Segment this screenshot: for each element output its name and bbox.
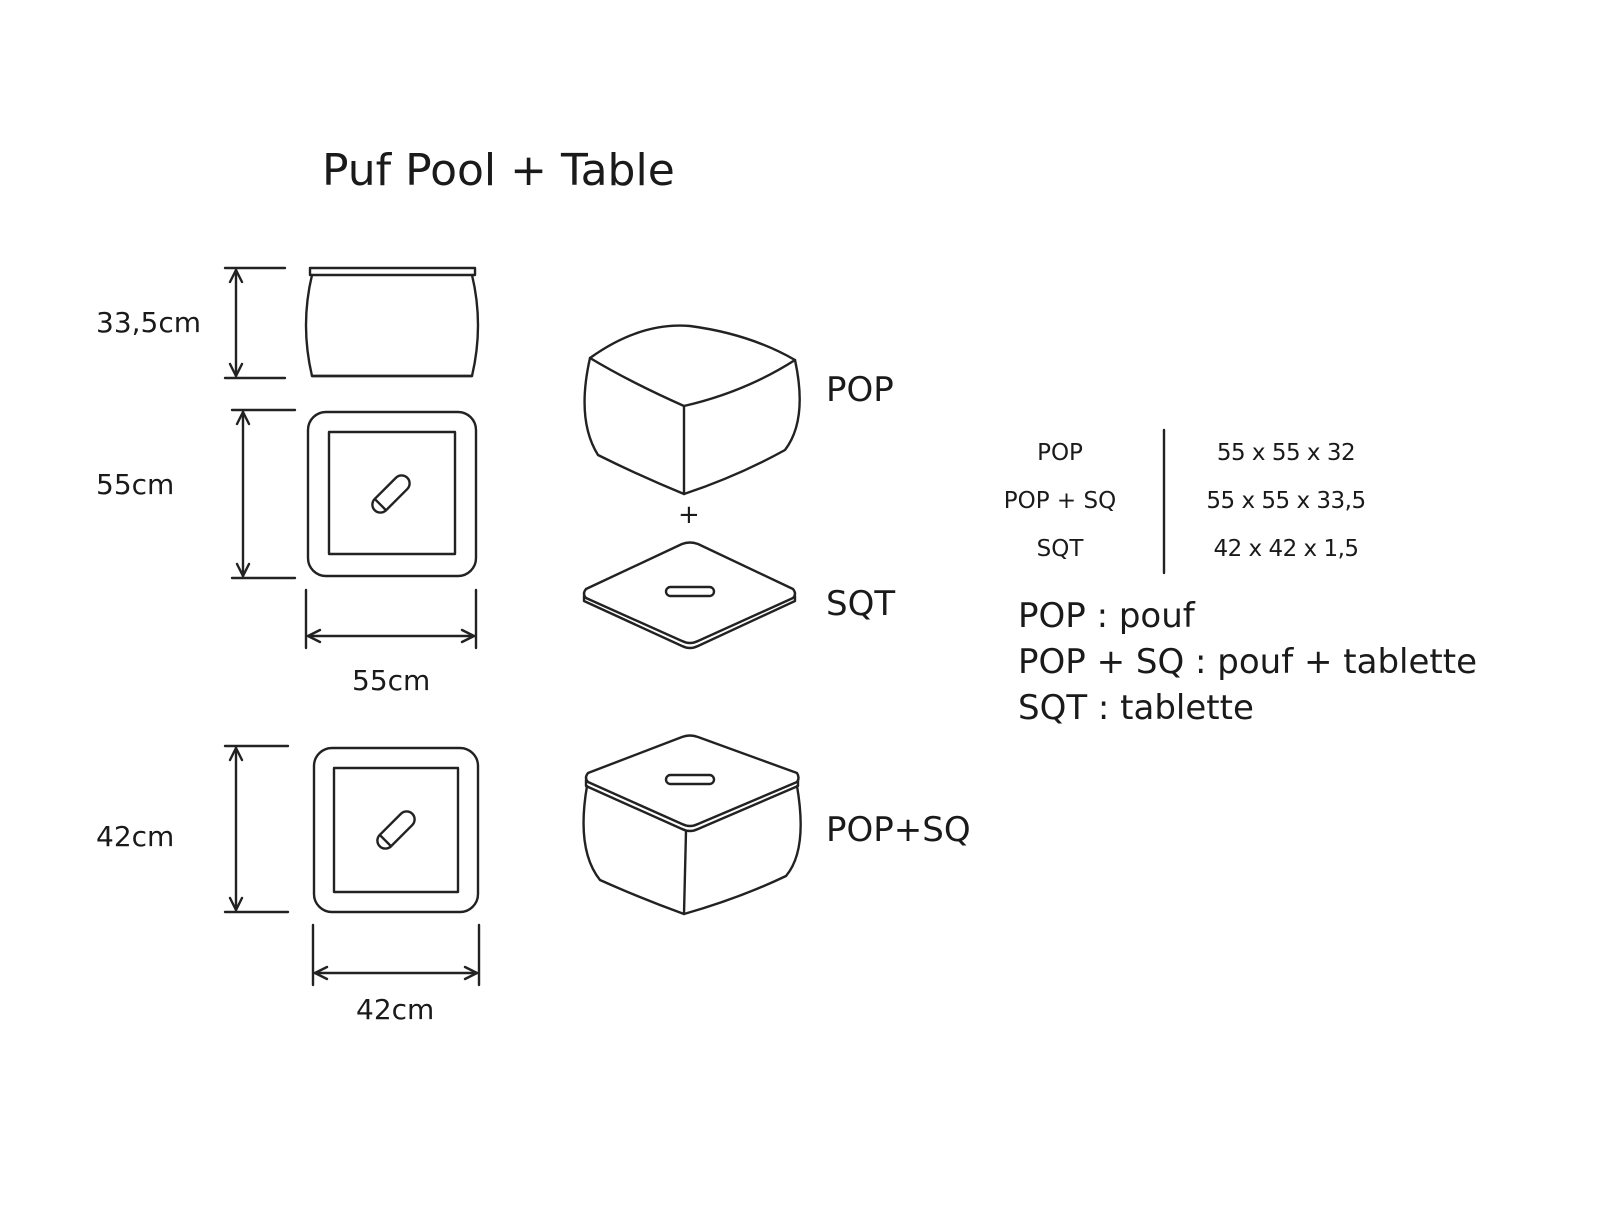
spec-size: 55 x 55 x 32: [1216, 440, 1356, 466]
spec-size: 55 x 55 x 33,5: [1206, 488, 1366, 514]
height-label: 33,5cm: [96, 306, 202, 339]
spec-name: POP: [1037, 440, 1083, 466]
pop-isometric: [583, 324, 801, 496]
pop-sq-isometric: [582, 734, 802, 916]
side-view-pop-sq: [304, 266, 480, 378]
pop-label: POP: [826, 370, 894, 410]
width-label-55: 55cm: [352, 664, 431, 697]
spec-size: 42 x 42 x 1,5: [1213, 536, 1359, 562]
spec-name: POP + SQ: [1003, 488, 1117, 514]
depth-label-55: 55cm: [96, 468, 175, 501]
top-view-sqt: [312, 746, 480, 914]
height-dimension-line: [223, 266, 287, 380]
plus-sign: +: [678, 500, 700, 530]
pop-sq-label: POP+SQ: [826, 810, 971, 850]
sqt-isometric: [582, 541, 797, 650]
spec-name: SQT: [1036, 536, 1084, 562]
width-dimension-line-42: [311, 923, 481, 987]
page-title: Puf Pool + Table: [322, 145, 675, 196]
sqt-label: SQT: [826, 584, 896, 624]
top-view-pop: [306, 410, 478, 578]
depth-label-42: 42cm: [96, 820, 175, 853]
legend-item: POP + SQ : pouf + tablette: [1018, 642, 1477, 682]
width-dimension-line-55: [304, 588, 478, 650]
depth-dimension-line-55: [230, 408, 297, 580]
legend-item: SQT : tablette: [1018, 688, 1254, 728]
width-label-42: 42cm: [356, 993, 435, 1026]
depth-dimension-line-42: [223, 744, 290, 914]
legend-item: POP : pouf: [1018, 596, 1195, 636]
